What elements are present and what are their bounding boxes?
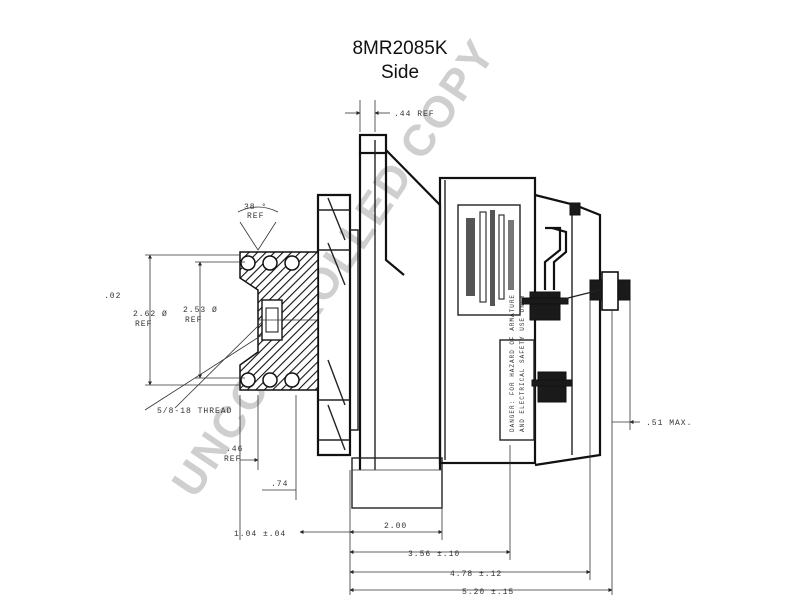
dim-outer-dia: 2.62 Ø bbox=[133, 310, 168, 319]
danger-label-line1: DANGER: FOR HAZARD OF ARMATURE bbox=[509, 294, 516, 432]
watermark-text: UNCONTROLLED COPY bbox=[163, 31, 506, 506]
danger-label-line2: AND ELECTRICAL SAFETY USE ONLY bbox=[519, 294, 526, 432]
dim-left-tick: .02 bbox=[104, 292, 121, 301]
mounting-bracket bbox=[351, 133, 443, 509]
pulley bbox=[239, 251, 319, 391]
dim-hub: .46 bbox=[226, 445, 243, 454]
dim-length-2: 4.78 ±.12 bbox=[450, 570, 502, 579]
dimension-lines bbox=[144, 100, 640, 595]
dim-small-offset: .74 bbox=[271, 480, 288, 489]
dim-inner-dia: 2.53 Ø bbox=[183, 306, 218, 315]
dim-length-1: 3.56 ±.10 bbox=[408, 550, 460, 559]
dim-angle-label: REF bbox=[247, 212, 264, 221]
dim-thread: 5/8-18 THREAD bbox=[157, 407, 232, 416]
dim-inner-dia-ref: REF bbox=[185, 316, 202, 325]
dim-offset-left: 1.04 ±.04 bbox=[234, 530, 286, 539]
dim-top-ref: .44 REF bbox=[394, 110, 435, 119]
dim-outer-dia-ref: REF bbox=[135, 320, 152, 329]
dim-mount-depth: 2.00 bbox=[384, 522, 407, 531]
dim-length-3: 5.20 ±.15 bbox=[462, 588, 514, 597]
alternator-body: DANGER: FOR HAZARD OF ARMATURE AND ELECT… bbox=[438, 176, 631, 467]
dim-hub-ref: REF bbox=[224, 455, 241, 464]
view-name: Side bbox=[380, 62, 420, 83]
dim-max-right: .51 MAX. bbox=[646, 419, 692, 428]
dim-angle-value: 38 ° bbox=[244, 203, 267, 212]
model-number: 8MR2085K bbox=[352, 38, 448, 59]
